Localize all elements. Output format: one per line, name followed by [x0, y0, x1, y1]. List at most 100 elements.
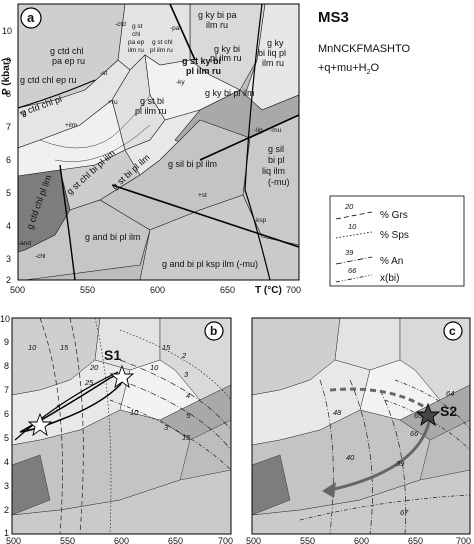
b-xtick-550: 550 — [60, 536, 75, 544]
c-iso-64: 64 — [446, 389, 454, 398]
b-iso-10c: 10 — [130, 408, 139, 417]
a-ytick-8: 8 — [6, 89, 11, 99]
b-iso-15c: 15 — [182, 433, 191, 442]
c-iso-66: 66 — [410, 429, 419, 438]
c-iso-48: 48 — [333, 408, 342, 417]
b-xtick-600: 600 — [114, 536, 129, 544]
panel-c: 64 65 66 48 40 39 67 S2 c 500 550 600 65… — [246, 317, 471, 544]
c-xtick-700: 700 — [456, 536, 471, 544]
label-ky-bi-ilm: g ky bi — [214, 44, 240, 54]
legend-sps-value: 10 — [348, 222, 357, 231]
label-ky-liq: g ky — [267, 38, 284, 48]
panel-b-letter: b — [210, 324, 217, 338]
a-xtick-500: 500 — [10, 285, 25, 295]
a-ytick-7: 7 — [6, 122, 11, 132]
legend-xbi-value: 66 — [348, 266, 357, 275]
b-ytick-7: 7 — [4, 385, 9, 395]
b-iso-5: 5 — [56, 403, 61, 412]
s1-star-right — [109, 364, 135, 389]
label-ky-bi-ilm-2: pl ilm ru — [210, 53, 242, 63]
legend-box: 20 % Grs 10 % Sps 39 % An 66 x(bi) — [329, 195, 465, 287]
panel-a: g ctd chl pa ep ru g ky bi pa ilm ru g k… — [1, 3, 301, 296]
a-xtick-600: 600 — [150, 285, 165, 295]
field-and-bi-pl-ilm — [18, 199, 151, 280]
label-ctd-chl-pa: g ctd chl — [50, 46, 84, 56]
s1-star-left — [27, 412, 53, 437]
reaction-plus-ru: +ru — [108, 99, 118, 106]
b-ytick-8: 8 — [4, 361, 9, 371]
panel-b-badge — [204, 321, 224, 341]
label-st-chl-pa: g st — [132, 23, 143, 30]
system-label: MnNCKFMASHTO — [318, 43, 411, 55]
c-iso-40: 40 — [346, 453, 355, 462]
c-iso-39: 39 — [396, 459, 405, 468]
c-xtick-500: 500 — [246, 536, 261, 544]
panel-c-badge — [443, 321, 463, 341]
reaction-minus-chl: -chl — [35, 253, 46, 260]
label-ctd-chl-pa-2: pa ep ru — [52, 56, 85, 66]
b-ytick-6: 6 — [4, 409, 9, 419]
panel-b-y-ticks: 10 9 8 7 6 5 4 3 2 1 — [0, 314, 10, 538]
label-sil-liq-3: liq ilm — [262, 166, 285, 176]
label-ky-bi-pl-ilm: g ky bi pl ilm — [205, 88, 255, 98]
label-sil-liq-4: (-mu) — [268, 177, 290, 187]
s2-label: S2 — [440, 403, 457, 419]
a-x-axis-title: T (°C) — [255, 285, 282, 296]
label-st-chl-ilm: g st chl — [152, 39, 173, 46]
panel-a-y-ticks: 10 9 8 7 6 5 4 3 2 — [2, 26, 12, 285]
b-iso-10b: 10 — [150, 363, 159, 372]
a-ytick-5: 5 — [6, 188, 11, 198]
panel-a-frame — [17, 3, 300, 281]
legend-grs-label: % Grs — [380, 210, 408, 221]
a-y-axis-title: P (kbar) — [1, 58, 12, 95]
reaction-plus-st: +st — [198, 192, 207, 199]
a-ytick-2: 2 — [6, 275, 11, 285]
field-st-chl-pa-ep — [117, 4, 191, 71]
s2-star — [415, 402, 441, 427]
b-iso-3: 3 — [184, 370, 189, 379]
reaction-plus-ilm: +ilm — [65, 122, 77, 129]
label-st-chl-pa-2: chl — [132, 31, 141, 38]
panel-a-letter: a — [27, 10, 35, 25]
label-sil-liq-2: bi pl — [268, 155, 285, 165]
c-xtick-600: 600 — [354, 536, 369, 544]
b-ytick-1: 1 — [4, 528, 9, 538]
reaction-minus-ksp: -ksp — [254, 217, 267, 224]
a-ytick-4: 4 — [6, 221, 11, 231]
reaction-minus-pa: -pa — [170, 25, 180, 32]
a-xtick-700: 700 — [286, 285, 301, 295]
a-ytick-9: 9 — [6, 56, 11, 66]
label-and-ksp: g and bi pl ksp ilm (-mu) — [162, 259, 258, 269]
reaction-plus-g: +g — [19, 110, 27, 117]
legend-grs-value: 20 — [344, 202, 354, 211]
label-ky-liq-3: ilm ru — [262, 58, 284, 68]
label-st-ky-bi-bold-2: pl ilm ru — [186, 66, 221, 76]
b-iso-3b: 3 — [164, 423, 169, 432]
label-st-ky-bi-bold: g st ky bi — [182, 56, 221, 66]
label-st-chl-pa-3: pa ep — [128, 39, 145, 46]
b-iso-25: 25 — [84, 378, 94, 387]
panel-b-x-ticks: 500 550 600 650 700 — [6, 536, 233, 544]
panel-c-letter: c — [449, 324, 456, 338]
label-ky-bi-pa-2: ilm ru — [206, 20, 228, 30]
b-iso-4: 4 — [186, 391, 190, 400]
b-ytick-9: 9 — [4, 337, 9, 347]
reaction-and: -and — [18, 240, 31, 247]
b-xtick-700: 700 — [218, 536, 233, 544]
b-ytick-3: 3 — [4, 481, 9, 491]
reaction-minus-mu: -mu — [270, 127, 282, 134]
b-xtick-500: 500 — [6, 536, 21, 544]
b-ytick-4: 4 — [4, 457, 9, 467]
s1-label: S1 — [104, 347, 121, 363]
legend-sps-label: % Sps — [380, 230, 409, 241]
sample-title: MS3 — [318, 9, 349, 26]
c-iso-67: 67 — [400, 508, 409, 517]
legend-xbi-label: x(bi) — [380, 273, 399, 284]
label-and-bi: g and bi pl ilm — [85, 232, 141, 242]
phase-assemblage: +q+mu+H2O — [318, 62, 380, 76]
b-iso-15a: 15 — [60, 343, 69, 352]
c-iso-65: 65 — [414, 411, 423, 420]
b-iso-20: 20 — [89, 363, 99, 372]
a-ytick-6: 6 — [6, 155, 11, 165]
b-iso-5b: 5 — [186, 411, 191, 420]
